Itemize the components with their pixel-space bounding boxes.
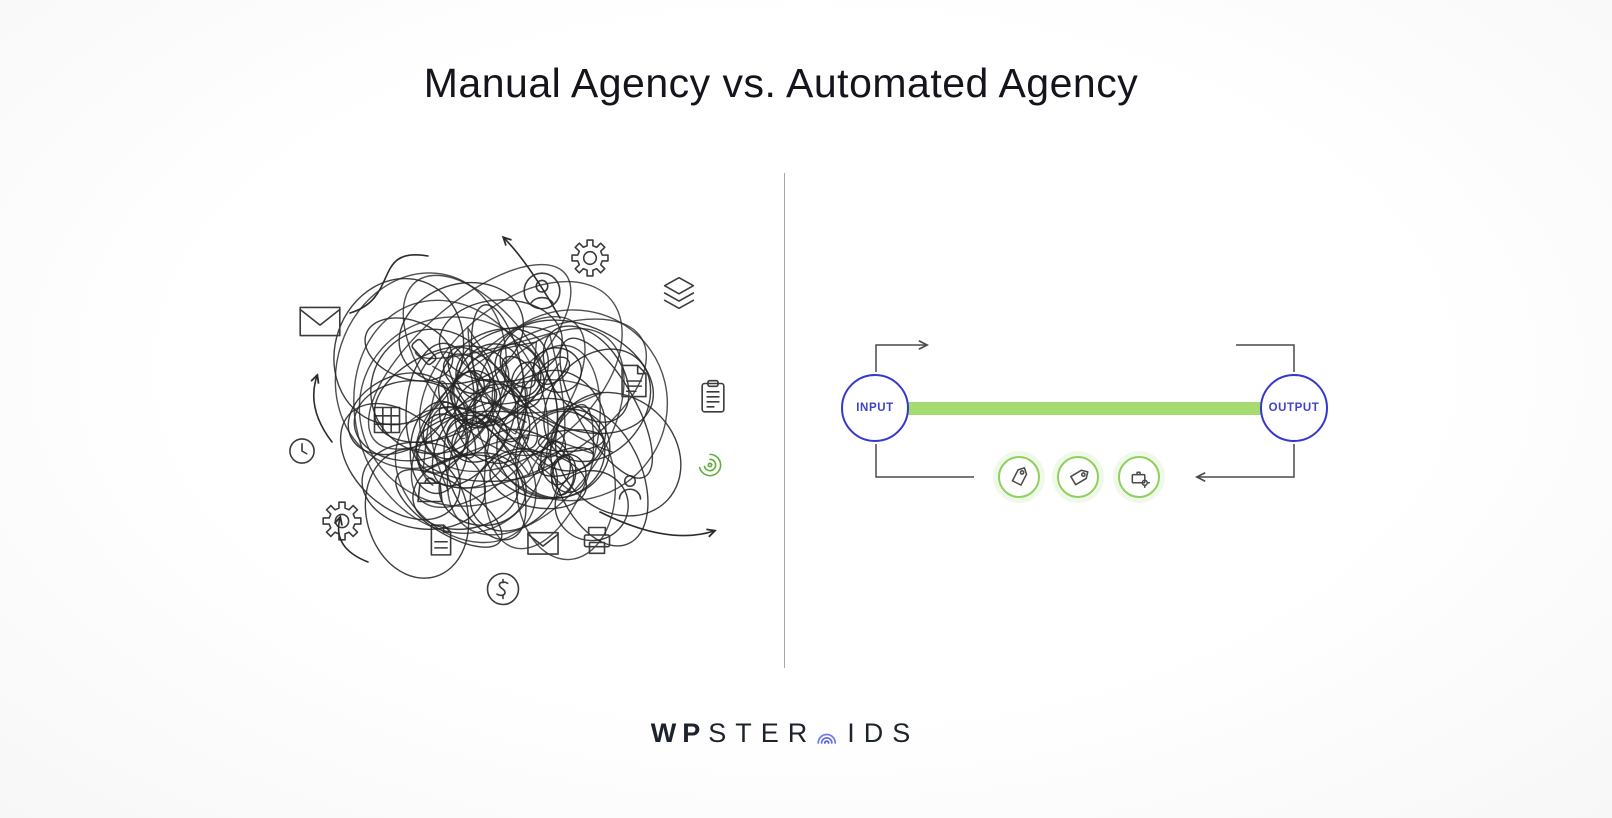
automation-step-price-tag (998, 456, 1040, 498)
price-tag-icon (1011, 466, 1027, 486)
escape-arrow-right (599, 511, 714, 536)
output-label: OUTPUT (1268, 402, 1320, 414)
brand-arc-icon (816, 733, 836, 744)
output-bottom-connector (1198, 444, 1295, 477)
clock-icon (289, 438, 315, 464)
input-label: INPUT (856, 402, 894, 414)
escape-arrow-hook (339, 518, 369, 563)
output-top-connector (1236, 344, 1295, 372)
input-bottom-connector (875, 444, 974, 478)
layers-icon (663, 276, 695, 310)
input-node: INPUT (841, 374, 909, 442)
package-icon (1131, 470, 1150, 488)
brand-ids: IDS (847, 718, 920, 748)
input-top-connector (875, 345, 926, 372)
envelope-icon (299, 306, 341, 337)
money-icon (486, 572, 520, 606)
automation-step-price-tag (1057, 456, 1099, 498)
printer-icon (583, 526, 611, 555)
brand-ster: STER (708, 718, 817, 748)
panel-divider (784, 173, 785, 668)
output-node: OUTPUT (1260, 374, 1328, 442)
document-icon (621, 364, 647, 398)
brand-logo: WP STER IDS (651, 718, 920, 749)
sync-icon (698, 453, 722, 477)
gear-icon (322, 501, 362, 541)
escape-arrow-up (504, 238, 561, 319)
gear-icon (571, 239, 609, 277)
brand-wp: WP (650, 718, 707, 748)
automation-step-package (1118, 456, 1160, 498)
flow-bar (905, 402, 1263, 415)
price-tag-icon (1069, 469, 1089, 485)
envelope-icon (527, 531, 559, 555)
clipboard-icon (701, 379, 725, 413)
connector-squiggle (349, 253, 429, 314)
escape-arrow-left (314, 376, 333, 443)
page-title: Manual Agency vs. Automated Agency (423, 60, 1139, 106)
manual-agency-scribble (289, 175, 725, 606)
